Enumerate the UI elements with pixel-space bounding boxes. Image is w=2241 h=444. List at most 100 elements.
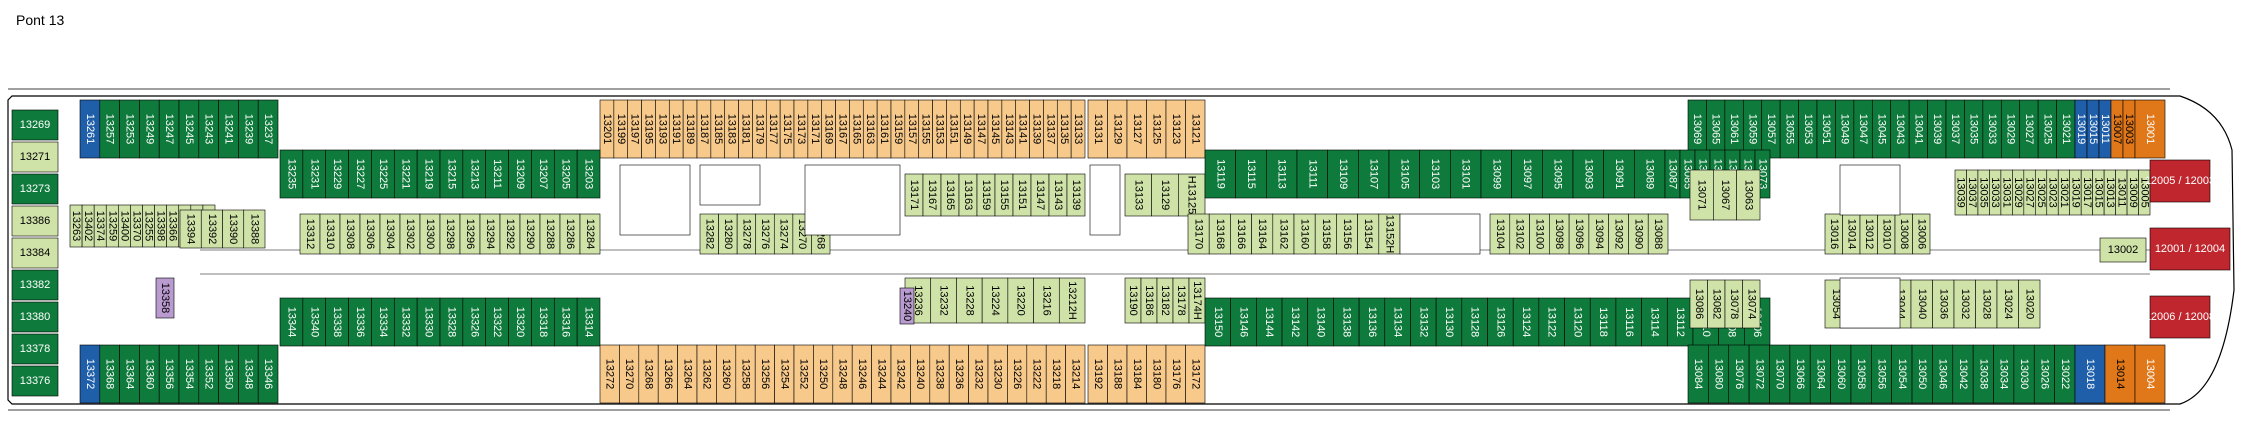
cabin-number: 13138 xyxy=(1340,307,1352,338)
cabin-12005 xyxy=(2149,159,2211,203)
cabin-number: 13008 xyxy=(1898,219,1910,250)
cabin-number: 13186 xyxy=(1143,285,1155,316)
cabin-number: 13129 xyxy=(1111,114,1123,145)
cabin-number: 13394 xyxy=(185,214,197,245)
cabin-number: 13370 xyxy=(130,211,142,242)
cabin-number: 13078 xyxy=(1728,289,1740,320)
cabin-number: 13260 xyxy=(720,359,732,390)
cabin-number: 13163 xyxy=(962,180,974,211)
cabin-13212H xyxy=(1058,277,1086,324)
cabin-13273 xyxy=(11,173,59,205)
cabin-13382 xyxy=(11,269,59,301)
cabin-number: 13039 xyxy=(1931,114,1943,145)
deck-title: Pont 13 xyxy=(16,12,65,28)
cabin-13134 xyxy=(1384,297,1411,347)
cabin-number: 13149 xyxy=(961,114,973,145)
cabin-number: 13006 xyxy=(1915,219,1927,250)
cabin-number: 13096 xyxy=(1573,219,1585,250)
cabin-13284 xyxy=(579,213,601,255)
cabin-13105 xyxy=(1388,149,1420,199)
cabin-number: 13252 xyxy=(798,359,810,390)
cabin-number: 13047 xyxy=(1857,114,1869,145)
cabin-number: 13033 xyxy=(1989,177,2001,208)
cabin-number: 13386 xyxy=(20,215,51,227)
cabin-number: 13180 xyxy=(1150,359,1162,390)
cabin-13346 xyxy=(257,344,279,404)
cabin-number: 13013 xyxy=(2104,177,2116,208)
cabin-number: 13053 xyxy=(1802,114,1814,145)
cabin-number: 13328 xyxy=(445,307,457,338)
cabin-number: 13171 xyxy=(809,114,821,145)
cabin-number: 13380 xyxy=(20,311,51,323)
cabin-number: 13146 xyxy=(1238,307,1250,338)
cabin-number: 13235 xyxy=(285,159,297,190)
cabin-number: 13035 xyxy=(1978,177,1990,208)
cabin-number: 13114 xyxy=(1648,307,1660,337)
cabin-number: 13247 xyxy=(163,114,175,145)
cabin-number: 13033 xyxy=(1986,114,1998,145)
cabin-number: 13272 xyxy=(604,359,616,390)
cabin-number: 13128 xyxy=(1469,307,1481,338)
cabin-number: 13143 xyxy=(1003,114,1015,145)
cabin-number: 13201 xyxy=(601,114,613,145)
cabin-13001 xyxy=(2134,99,2166,159)
cabin-number: 13029 xyxy=(2012,177,2024,208)
cabin-13388 xyxy=(243,209,266,249)
cabin-number: 13147 xyxy=(1034,180,1046,211)
cabin-number: 13111 xyxy=(1306,160,1318,189)
cabin-number: 13015 xyxy=(2092,177,2104,208)
cabin-number: 13176 xyxy=(1170,359,1182,390)
cabin-number: 13278 xyxy=(740,219,752,250)
cabin-number: 13248 xyxy=(837,359,849,390)
cabin-number: 13232 xyxy=(972,359,984,390)
cabin-number: 13122 xyxy=(1546,307,1558,338)
cabin-number: 13402 xyxy=(82,211,94,242)
cabin-number: 13298 xyxy=(444,219,456,250)
cabin-number: 13099 xyxy=(1490,159,1502,190)
cabin-number: 13109 xyxy=(1337,159,1349,190)
cabin-number: 13022 xyxy=(2059,359,2071,390)
cabin-number: 13356 xyxy=(163,359,175,390)
cabin-13126 xyxy=(1487,297,1514,347)
cabin-number: 13089 xyxy=(1644,159,1656,190)
cabin-number: 13011 xyxy=(2099,114,2111,144)
cabin-number: 13164 xyxy=(1256,219,1268,250)
service-core xyxy=(1399,213,1481,255)
cabin-number: 13050 xyxy=(1916,359,1928,390)
cabin-number: 13054 xyxy=(1830,289,1842,320)
cabin-number: 13238 xyxy=(934,359,946,390)
cabin-number: 13169 xyxy=(823,114,835,145)
cabin-number: 13100 xyxy=(1533,219,1545,250)
cabin-number: 13257 xyxy=(104,114,116,145)
cabin-number: 13213 xyxy=(468,159,480,190)
service-core xyxy=(804,164,901,236)
cabin-number: 13024 xyxy=(2002,289,2014,320)
cabin-13358 xyxy=(155,277,175,319)
cabin-number: 13124 xyxy=(1520,307,1532,338)
cabin-number: 13123 xyxy=(1170,114,1182,145)
cabin-number: 13097 xyxy=(1521,159,1533,190)
cabin-number: 13009 xyxy=(2127,177,2139,208)
cabin-number: 13133 xyxy=(1072,114,1084,145)
cabin-number: 13374 xyxy=(94,211,106,242)
cabin-number: 13286 xyxy=(564,219,576,250)
cabin-number: 13290 xyxy=(524,219,536,250)
cabin-13237 xyxy=(257,99,279,159)
cabin-number: 13045 xyxy=(1876,114,1888,145)
cabin-number: 13296 xyxy=(464,219,476,250)
cabin-number: 13031 xyxy=(2001,177,2013,208)
cabin-13314 xyxy=(576,297,601,347)
cabin-13139 xyxy=(1066,173,1086,217)
cabin-number: 13183 xyxy=(726,114,738,145)
cabin-number: 13181 xyxy=(740,114,752,145)
cabin-number: 13259 xyxy=(106,211,118,242)
cabin-number: 13001 xyxy=(2144,114,2156,145)
cabin-13138 xyxy=(1333,297,1360,347)
cabin-number: 13007 xyxy=(2111,114,2123,145)
cabin-number: 13051 xyxy=(1820,114,1832,145)
cabin-number: 13372 xyxy=(84,359,96,390)
service-core xyxy=(699,164,761,206)
cabin-number: 13019 xyxy=(2075,114,2087,145)
cabin-number: 13037 xyxy=(1966,177,1978,208)
